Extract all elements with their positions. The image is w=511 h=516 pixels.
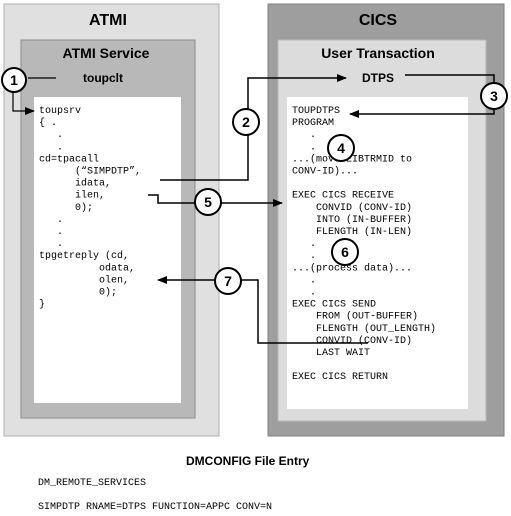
atmi-code-line: { . (39, 117, 57, 129)
cics-code-line: . (292, 239, 316, 250)
step-3-number: 3 (490, 88, 498, 104)
atmi-code-line: toupsrv (39, 106, 81, 117)
step-2-number: 2 (242, 114, 250, 130)
cics-code-line: . (292, 130, 316, 141)
step-2-badge: 2 (232, 108, 260, 136)
step-1-number: 1 (10, 72, 18, 88)
cics-code-line: EXEC CICS RETURN (292, 372, 388, 383)
step-1-badge: 1 (1, 67, 27, 93)
cics-code-line: ...(move EIBTRMID to (292, 153, 412, 165)
atmi-code-line: tpgetreply (cd, (39, 250, 129, 262)
cics-code-line: . (292, 251, 316, 262)
cics-code-line: CONV-ID)... (292, 166, 358, 178)
cics-code-line: . (292, 142, 316, 153)
atmi-code-box (34, 97, 181, 403)
cics-code-box (287, 97, 468, 409)
dmconfig-title: DMCONFIG File Entry (186, 454, 310, 468)
atmi-code-line: cd=tpacall (39, 153, 99, 165)
step-5-number: 5 (204, 194, 212, 210)
step-5-badge: 5 (194, 188, 222, 216)
cics-code-line: FLENGTH (IN-LEN) (292, 226, 412, 238)
atmi-code-line: (“SIMPDTP”, (39, 166, 141, 178)
atmi-code-line: olen, (39, 274, 129, 286)
cics-code-line: FROM (OUT-BUFFER) (292, 311, 418, 323)
atmi-code-line: ilen, (39, 190, 105, 202)
dtps-label: DTPS (362, 71, 394, 85)
cics-code-line: . (292, 288, 316, 299)
cics-code-line: INTO (IN-BUFFER) (292, 214, 412, 226)
cics-code-line: EXEC CICS SEND (292, 300, 376, 311)
atmi-code-line: odata, (39, 262, 135, 274)
step-7-badge: 7 (214, 267, 242, 295)
cics-code-line: ...(process data)... (292, 262, 412, 274)
arrow-7 (157, 276, 368, 344)
cics-code-line: CONVID (CONV-ID) (292, 202, 412, 214)
atmi-code-line: idata, (39, 178, 111, 190)
cics-code-line: CONVID (CONV-ID) (292, 335, 412, 347)
arrow-1 (12, 90, 35, 115)
atmi-code-line: . (39, 239, 63, 250)
atmi-code-line: } (39, 299, 45, 311)
cics-code-line: . (292, 275, 316, 286)
atmi-code-line: . (39, 227, 63, 238)
atmi-code-line: . (39, 130, 63, 141)
cics-code-line: TOUPDTPS (292, 106, 340, 117)
atmi-code-line: 0); (39, 287, 117, 299)
dmconfig-line-1: DM_REMOTE_SERVICES (38, 478, 147, 489)
step-4-number: 4 (337, 140, 345, 156)
atmi-title: ATMI (89, 12, 127, 29)
atmi-code-line: . (39, 215, 63, 226)
step-4-badge: 4 (327, 134, 355, 162)
step-6-badge: 6 (331, 238, 359, 266)
atmi-service-title: ATMI Service (63, 45, 150, 61)
dmconfig-line-2: SIMPDTP RNAME=DTPS FUNCTION=APPC CONV=N (38, 502, 273, 513)
user-transaction-title: User Transaction (321, 45, 435, 61)
atmi-code-line: 0); (39, 202, 93, 214)
step-3-badge: 3 (480, 82, 508, 110)
atmi-client-name: toupclt (83, 71, 123, 85)
cics-code-line: EXEC CICS RECEIVE (292, 191, 394, 202)
cics-code-line: PROGRAM (292, 118, 334, 129)
cics-title: CICS (359, 12, 398, 29)
cics-code-line: FLENGTH (OUT_LENGTH) (292, 323, 436, 335)
cics-code-line: LAST WAIT (292, 348, 370, 359)
atmi-code-line: . (39, 142, 63, 153)
atmi-code-listing: toupsrv{ . . .cd=tpacall (“SIMPDTP”, ida… (39, 106, 141, 311)
step-7-number: 7 (224, 273, 232, 289)
step-6-number: 6 (341, 244, 349, 260)
